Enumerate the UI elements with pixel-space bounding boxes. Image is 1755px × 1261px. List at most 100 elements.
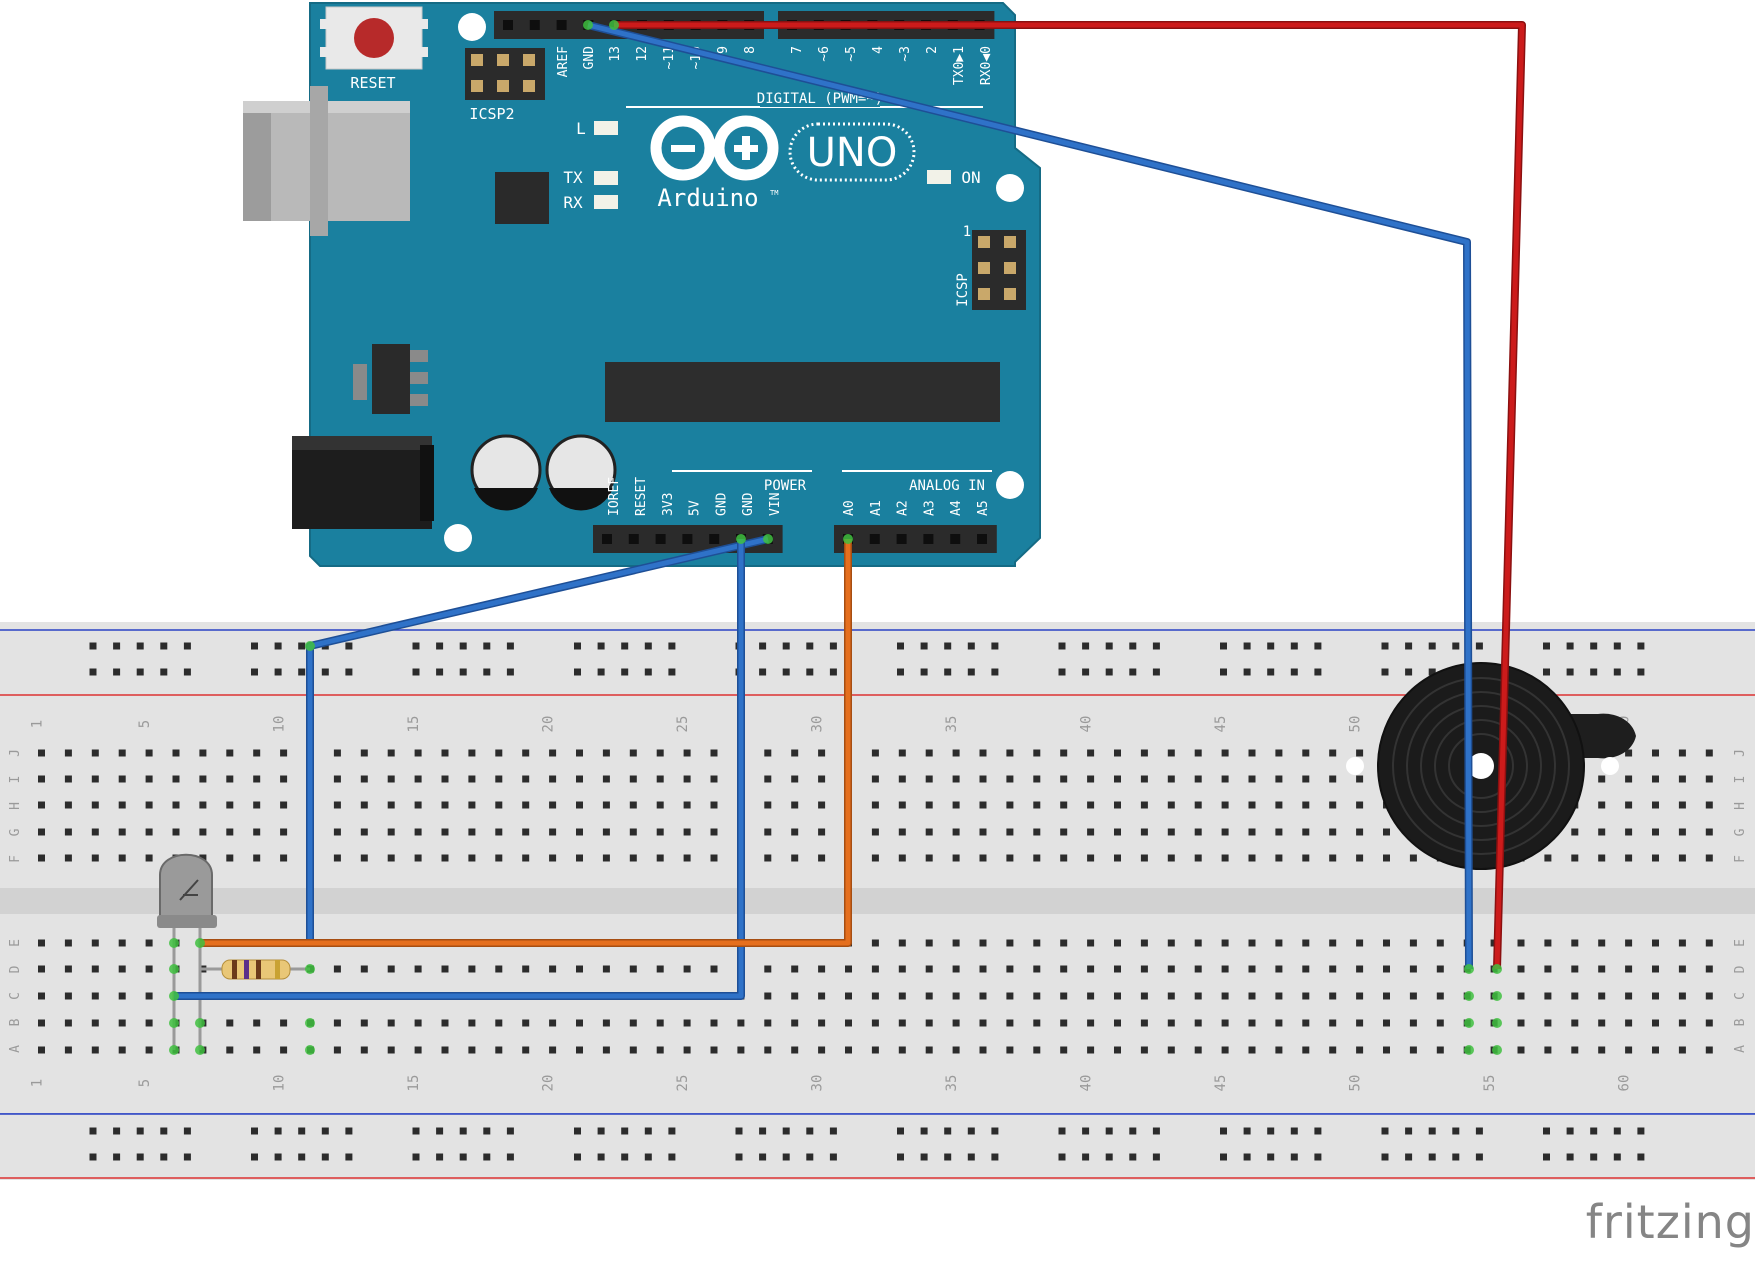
breadboard-hole xyxy=(333,1019,341,1027)
header-pin xyxy=(529,20,540,30)
rail-hole xyxy=(1613,1153,1621,1161)
breadboard-hole xyxy=(118,992,126,1000)
breadboard-hole xyxy=(1033,775,1041,783)
breadboard-hole xyxy=(576,828,583,836)
breadboard-hole xyxy=(1194,801,1202,809)
rail-hole xyxy=(436,1127,444,1135)
row-letter: I xyxy=(1733,776,1748,784)
breadboard-hole xyxy=(629,854,637,862)
breadboard-hole xyxy=(1006,749,1014,757)
breadboard-hole xyxy=(1087,775,1095,783)
breadboard-hole xyxy=(1571,854,1579,862)
rail-hole xyxy=(345,1127,353,1135)
breadboard-hole xyxy=(522,749,530,757)
breadboard-hole xyxy=(1678,854,1686,862)
breadboard-hole xyxy=(871,828,879,836)
rail-hole xyxy=(506,1127,514,1135)
breadboard-hole xyxy=(414,749,422,757)
rail-hole xyxy=(920,1127,928,1135)
breadboard-hole xyxy=(1356,801,1364,809)
breadboard-hole xyxy=(1598,1046,1606,1054)
breadboard-hole xyxy=(764,775,772,783)
breadboard-hole xyxy=(1625,854,1633,862)
breadboard-hole xyxy=(1302,965,1310,973)
row-letter: B xyxy=(1733,1018,1748,1026)
connection-point xyxy=(1464,964,1474,974)
breadboard-hole xyxy=(656,854,664,862)
breadboard-hole xyxy=(1302,801,1310,809)
breadboard-hole xyxy=(145,828,153,836)
breadboard-hole xyxy=(683,854,691,862)
rail-hole xyxy=(1428,642,1436,650)
reset-button[interactable] xyxy=(320,6,428,70)
breadboard-hole xyxy=(656,749,664,757)
breadboard-hole xyxy=(1167,992,1175,1000)
rail-hole xyxy=(1452,642,1460,650)
breadboard-hole xyxy=(629,749,637,757)
breadboard-hole xyxy=(1517,1019,1525,1027)
breadboard-hole xyxy=(441,801,449,809)
breadboard-hole xyxy=(952,801,960,809)
rail-hole xyxy=(1590,642,1598,650)
breadboard-hole xyxy=(979,992,987,1000)
breadboard-hole xyxy=(549,828,557,836)
breadboard-hole xyxy=(683,749,691,757)
svg-text:UNO: UNO xyxy=(807,130,898,176)
column-number: 50 xyxy=(1348,716,1364,733)
rail-hole xyxy=(597,1127,605,1135)
breadboard-hole xyxy=(791,749,799,757)
breadboard-hole xyxy=(38,828,45,836)
rail-hole xyxy=(1314,1153,1322,1161)
rail-hole xyxy=(1243,1127,1251,1135)
breadboard-hole xyxy=(1383,992,1390,1000)
breadboard-hole xyxy=(1275,992,1283,1000)
breadboard-hole xyxy=(1598,854,1606,862)
rail-hole xyxy=(1405,642,1413,650)
breadboard-hole xyxy=(576,1019,583,1027)
breadboard-hole xyxy=(898,749,906,757)
breadboard-hole xyxy=(818,854,826,862)
analog-label: ANALOG IN xyxy=(909,478,985,494)
uno-badge: UNO xyxy=(788,122,916,182)
led-l: L xyxy=(576,119,618,138)
breadboard-hole xyxy=(791,801,799,809)
rail-hole xyxy=(1152,1153,1160,1161)
breadboard-hole xyxy=(1356,828,1364,836)
breadboard-hole xyxy=(118,828,126,836)
breadboard-hole xyxy=(280,854,288,862)
breadboard-hole xyxy=(199,749,207,757)
breadboard-hole xyxy=(1383,828,1390,836)
connection-point xyxy=(1492,964,1502,974)
breadboard-hole xyxy=(253,749,261,757)
breadboard-hole xyxy=(1248,749,1256,757)
trademark-mark: TM xyxy=(770,189,778,197)
column-number: 20 xyxy=(541,716,557,733)
rail-hole xyxy=(251,1127,258,1135)
breadboard-hole xyxy=(1087,828,1095,836)
rail-hole xyxy=(1637,1153,1645,1161)
breadboard-hole xyxy=(818,1046,826,1054)
column-number: 55 xyxy=(1482,1075,1498,1092)
breadboard-hole xyxy=(979,775,987,783)
rail-hole xyxy=(967,1127,975,1135)
breadboard-hole xyxy=(576,854,583,862)
rail-hole xyxy=(160,642,168,650)
breadboard-hole xyxy=(145,992,153,1000)
rail-hole xyxy=(967,1153,975,1161)
header-pin xyxy=(628,534,639,544)
breadboard-hole xyxy=(1248,1046,1256,1054)
rail-hole xyxy=(1566,642,1574,650)
breadboard-hole xyxy=(1087,749,1095,757)
breadboard-hole xyxy=(1033,854,1041,862)
breadboard-hole xyxy=(91,992,99,1000)
breadboard-hole xyxy=(1383,1046,1390,1054)
row-letter: C xyxy=(8,992,23,1000)
rail-hole xyxy=(1267,668,1275,676)
breadboard-hole xyxy=(1275,854,1283,862)
column-number: 35 xyxy=(944,716,960,733)
rail-hole xyxy=(1428,1153,1436,1161)
breadboard-hole xyxy=(845,965,852,973)
rail-hole xyxy=(1543,1127,1550,1135)
breadboard-hole xyxy=(253,1046,261,1054)
